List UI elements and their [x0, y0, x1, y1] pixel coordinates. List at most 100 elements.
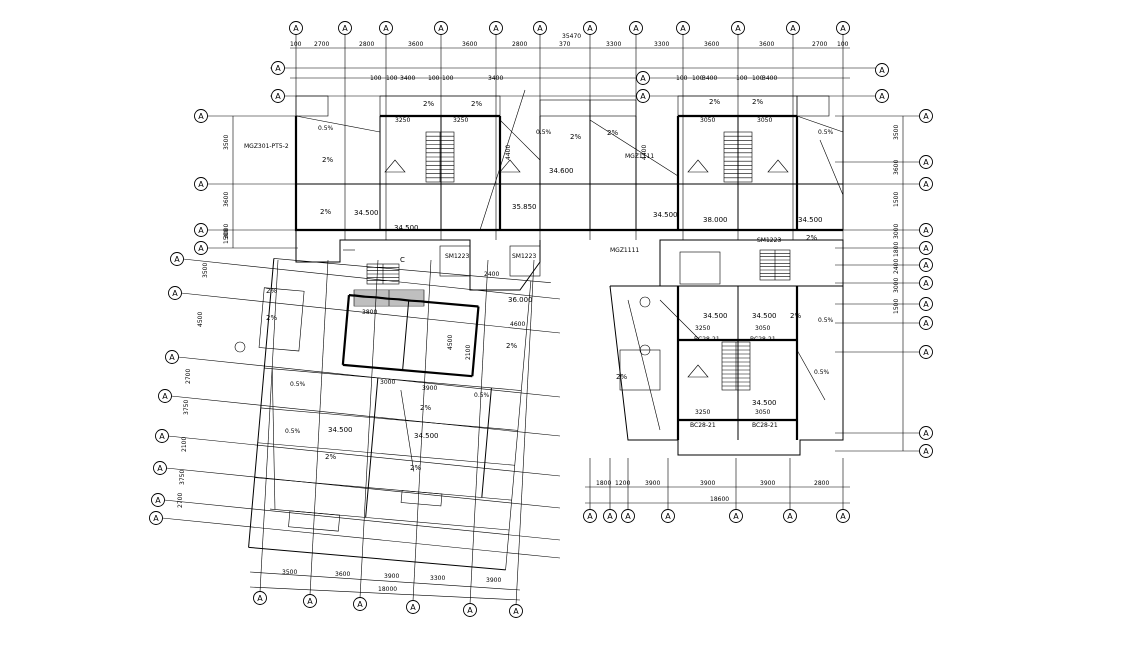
- grid-bubble-circle: [406, 600, 420, 614]
- dimension-label: 1800: [596, 480, 611, 487]
- grid-bubble-circle: [303, 594, 317, 608]
- level-label: 34.500: [414, 432, 439, 440]
- dimension-label: 3400: [702, 75, 717, 82]
- grid-bubble-circle: [636, 71, 650, 85]
- level-label: 34.500: [394, 224, 419, 232]
- grid-line: [170, 395, 561, 437]
- grid-bubble-circle: [158, 389, 172, 403]
- stair: [353, 289, 425, 307]
- dimension-label: 1500: [223, 229, 230, 244]
- grid-bubble-label: A: [155, 496, 161, 505]
- dimension-label: 2700: [185, 369, 192, 384]
- diagonal: [499, 119, 541, 161]
- grid-bubble-label: A: [153, 514, 159, 523]
- grid-bubble: A: [603, 509, 617, 523]
- dimension-label: 3050: [755, 409, 770, 416]
- grid-bubble: A: [583, 509, 597, 523]
- dimension-label: 3000: [893, 224, 900, 239]
- dimension-label: 3050: [755, 325, 770, 332]
- grid-bubble-label: A: [923, 300, 929, 309]
- grid-bubble: A: [919, 258, 933, 272]
- dimension-label: 3400: [762, 75, 777, 82]
- balcony: [539, 99, 591, 117]
- grid-bubble-circle: [919, 345, 933, 359]
- grid-bubble: A: [919, 444, 933, 458]
- room-label: BC28-21: [750, 336, 776, 343]
- level-label: 36.000: [508, 296, 533, 304]
- grid-bubble-label: A: [923, 244, 929, 253]
- dimension-label: 3400: [488, 75, 503, 82]
- dimension-label: 4400: [505, 145, 512, 160]
- grid-bubble: A: [170, 252, 184, 266]
- grid-bubble-circle: [583, 509, 597, 523]
- grid-bubble-label: A: [410, 603, 416, 612]
- grid-bubble-circle: [463, 603, 477, 617]
- grid-line: [469, 259, 489, 605]
- wall: [481, 387, 492, 498]
- stair: [425, 131, 455, 183]
- room-label: MGZ1111: [610, 247, 639, 254]
- grid-bubble-label: A: [787, 512, 793, 521]
- dimension-label: 2800: [512, 41, 527, 48]
- grid-line: [167, 435, 561, 477]
- wall: [609, 239, 844, 456]
- level-label: 34.500: [354, 209, 379, 217]
- grid-bubble-label: A: [665, 512, 671, 521]
- level-label: 34.500: [653, 211, 678, 219]
- slope-label: 2%: [570, 133, 581, 141]
- dimension-label: 100: [752, 75, 764, 82]
- dimension-label: 18600: [710, 496, 729, 503]
- grid-bubble-label: A: [923, 447, 929, 456]
- grid-bubble: A: [194, 223, 208, 237]
- grid-bubble: A: [636, 89, 650, 103]
- room-label: BC28-21: [690, 422, 716, 429]
- grid-bubble-circle: [434, 21, 448, 35]
- grid-bubble: A: [165, 350, 179, 364]
- dimension-label: 3900: [645, 480, 660, 487]
- grid-bubble: A: [434, 21, 448, 35]
- grid-bubble: A: [155, 429, 169, 443]
- dimension-line: [249, 586, 521, 601]
- dimension-label: 100: [386, 75, 398, 82]
- grid-bubble-label: A: [198, 244, 204, 253]
- grid-bubble-circle: [168, 286, 182, 300]
- grid-bubble-label: A: [735, 24, 741, 33]
- dimension-label: 3600: [223, 192, 230, 207]
- dimension-label: 3600: [335, 571, 350, 578]
- grid-bubble: A: [489, 21, 503, 35]
- grid-bubble-label: A: [467, 606, 473, 615]
- grid-line: [182, 258, 561, 300]
- symbol-triangle: [687, 159, 709, 173]
- dimension-label: 3050: [757, 117, 772, 124]
- grid-bubble-label: A: [438, 24, 444, 33]
- grid-bubble: A: [289, 21, 303, 35]
- grid-bubble-circle: [379, 21, 393, 35]
- dimension-label: 35470: [562, 33, 581, 40]
- dimension-label: 3600: [893, 160, 900, 175]
- grid-bubble-label: A: [923, 348, 929, 357]
- grid-bubble-label: A: [625, 512, 631, 521]
- grid-bubble-circle: [533, 21, 547, 35]
- dimension-label: 3300: [654, 41, 669, 48]
- grid-bubble-circle: [153, 461, 167, 475]
- grid-bubble: A: [919, 426, 933, 440]
- dimension-label: 3900: [760, 480, 775, 487]
- grid-bubble-label: A: [607, 512, 613, 521]
- slope-label: 2%: [420, 404, 431, 412]
- dimension-label: 100: [442, 75, 454, 82]
- dimension-label: 3600: [462, 41, 477, 48]
- grid-bubble: A: [151, 493, 165, 507]
- grid-bubble-label: A: [840, 24, 846, 33]
- balcony: [796, 95, 830, 117]
- grid-bubble-circle: [253, 591, 267, 605]
- grid-bubble-circle: [194, 177, 208, 191]
- grid-bubble-label: A: [162, 392, 168, 401]
- grid-bubble-circle: [919, 223, 933, 237]
- dimension-label: 3750: [183, 400, 190, 415]
- dimension-label: 3250: [695, 409, 710, 416]
- wall: [248, 258, 275, 548]
- dimension-label: 100: [290, 41, 302, 48]
- diagonal: [796, 349, 826, 401]
